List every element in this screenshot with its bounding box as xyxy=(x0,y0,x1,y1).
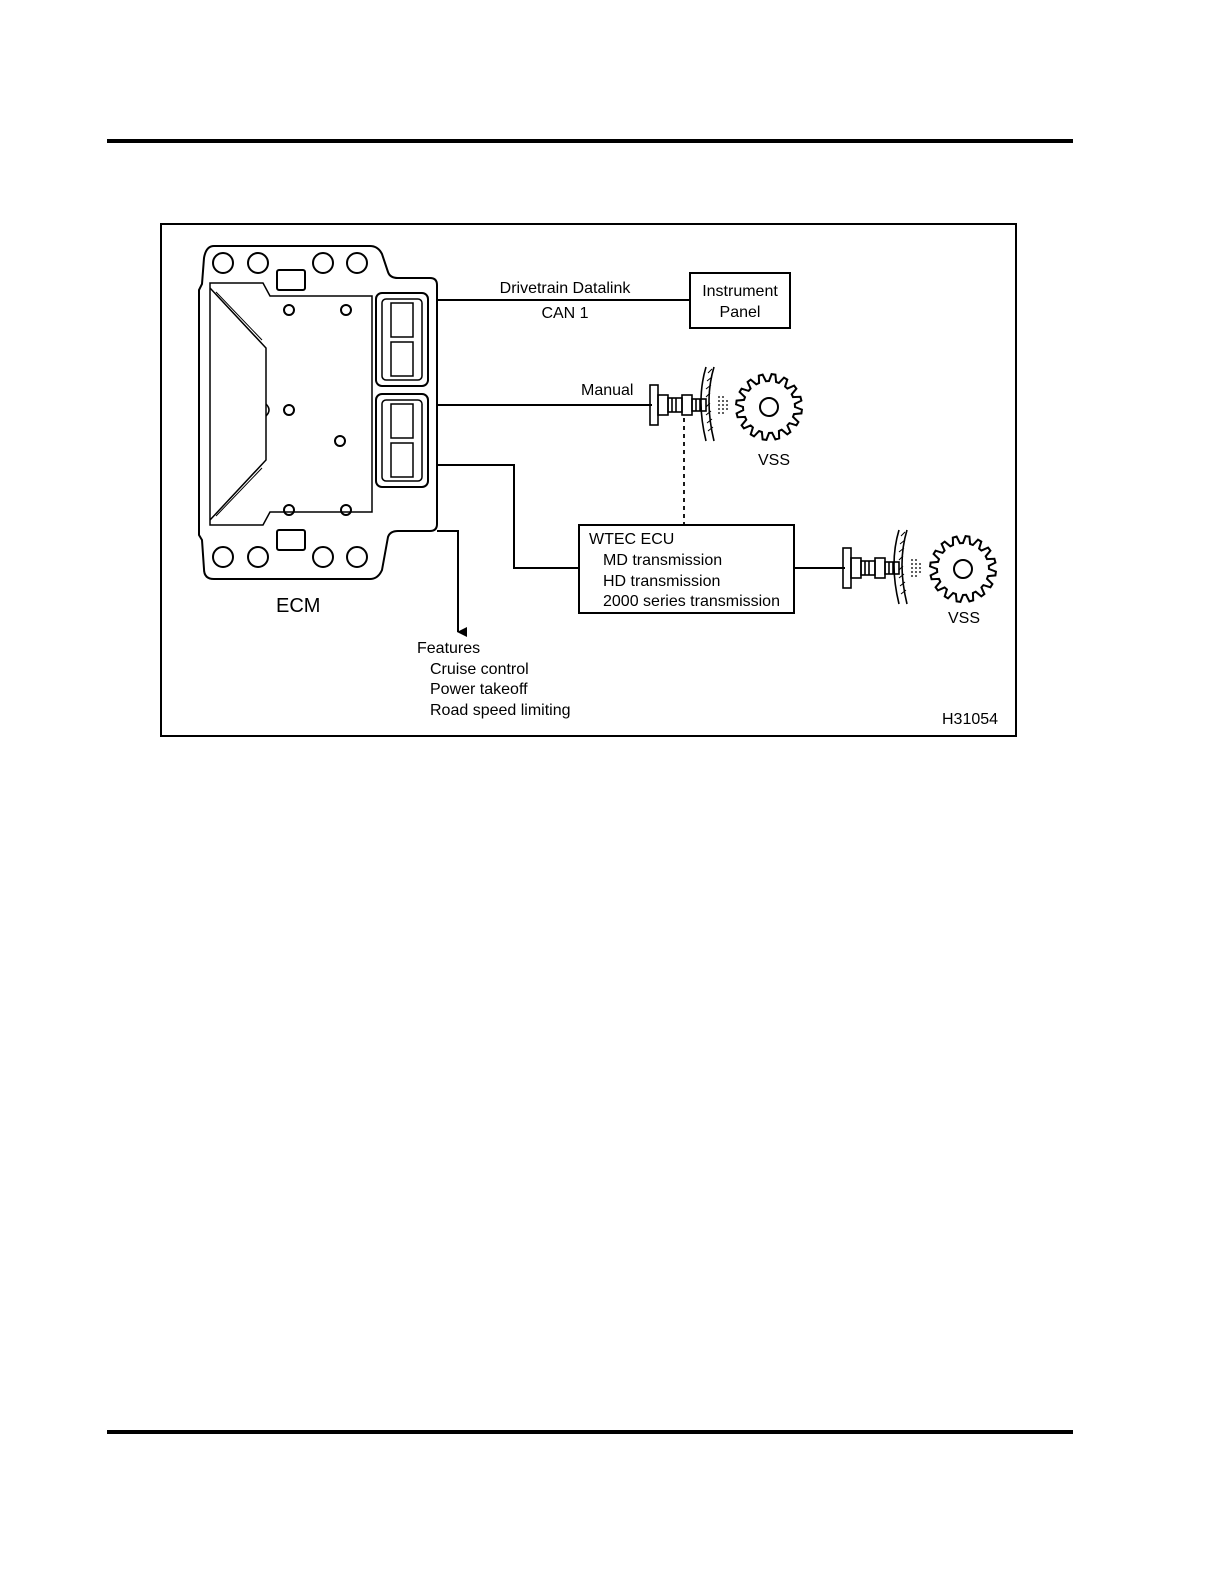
instrument-panel-label-line1: Instrument xyxy=(702,283,778,300)
wtec-item-2: HD transmission xyxy=(603,573,720,590)
vss-sensor-top xyxy=(650,367,730,441)
feature-item-2: Power takeoff xyxy=(430,681,528,698)
features-line xyxy=(437,531,458,632)
instrument-panel-label-line2: Panel xyxy=(720,304,761,321)
manual-label: Manual xyxy=(581,382,633,399)
ecm-module xyxy=(199,246,437,579)
wtec-ecu-title: WTEC ECU xyxy=(589,531,674,548)
vss-bottom-label: VSS xyxy=(948,610,980,627)
vss-top-label: VSS xyxy=(758,452,790,469)
drivetrain-datalink-label: Drivetrain Datalink xyxy=(500,280,632,297)
feature-item-3: Road speed limiting xyxy=(430,702,571,719)
gear-top xyxy=(736,374,802,440)
figure-id: H31054 xyxy=(942,711,998,728)
ecm-label: ECM xyxy=(276,595,320,617)
can1-label: CAN 1 xyxy=(541,305,588,322)
vss-sensor-bottom xyxy=(843,530,923,604)
wtec-item-1: MD transmission xyxy=(603,552,722,569)
wtec-item-3: 2000 series transmission xyxy=(603,593,780,610)
features-title: Features xyxy=(417,640,480,657)
feature-item-1: Cruise control xyxy=(430,661,529,678)
gear-bottom xyxy=(930,536,996,602)
